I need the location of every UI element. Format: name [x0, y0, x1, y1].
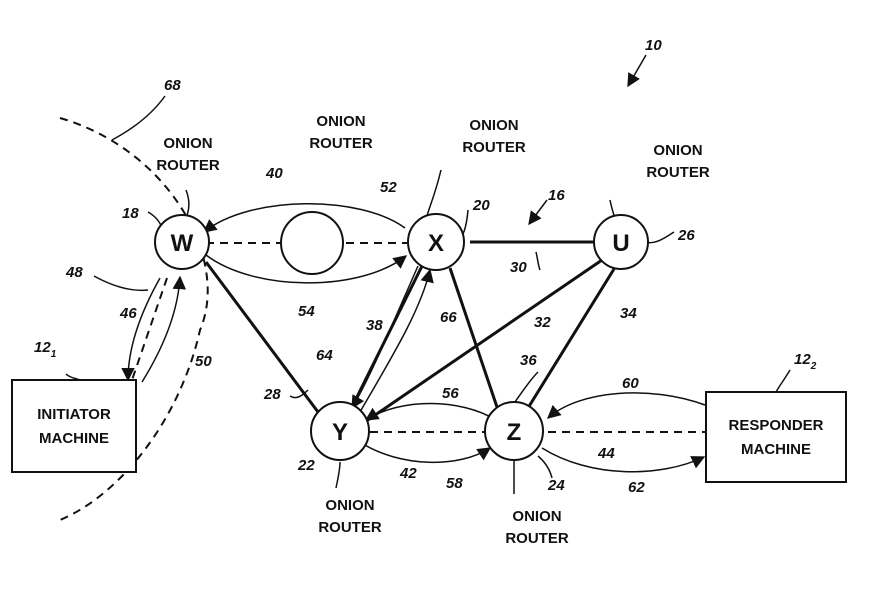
ref-initiator: 121 — [34, 339, 57, 360]
svg-text:ONION: ONION — [469, 117, 518, 134]
svg-text:RESPONDER: RESPONDER — [728, 417, 823, 434]
message-arrows — [121, 203, 706, 473]
ref-44: 44 — [597, 445, 615, 462]
responder-machine: RESPONDER MACHINE — [705, 391, 847, 483]
node-u: U — [593, 214, 649, 270]
ref-18: 18 — [122, 205, 139, 222]
ref-46: 46 — [119, 305, 137, 322]
system-ref-arrow — [627, 54, 647, 88]
svg-text:X: X — [428, 230, 444, 257]
ref-20: 20 — [472, 197, 490, 214]
svg-text:MACHINE: MACHINE — [39, 430, 109, 447]
ref-54: 54 — [298, 303, 315, 320]
dashed-paths — [131, 242, 706, 433]
svg-text:MACHINE: MACHINE — [741, 441, 811, 458]
svg-text:ROUTER: ROUTER — [156, 157, 220, 174]
svg-text:ROUTER: ROUTER — [462, 139, 526, 156]
node-x: X — [407, 213, 465, 271]
svg-text:ROUTER: ROUTER — [646, 164, 710, 181]
ref-22: 22 — [297, 457, 315, 474]
ref-66: 66 — [440, 309, 457, 326]
ref-40: 40 — [265, 165, 283, 182]
initiator-machine: INITIATOR MACHINE — [11, 379, 137, 473]
node-y: Y — [310, 401, 370, 461]
ref-60: 60 — [622, 375, 639, 392]
node-z: Z — [484, 401, 544, 461]
node-unnamed — [280, 211, 344, 275]
svg-text:Z: Z — [507, 419, 522, 446]
svg-text:Y: Y — [332, 419, 348, 446]
ref-58: 58 — [446, 475, 463, 492]
onion-label-x: ONION ROUTER — [462, 117, 526, 156]
ref-26: 26 — [677, 227, 695, 244]
ref-56: 56 — [442, 385, 459, 402]
svg-text:ONION: ONION — [163, 135, 212, 152]
ref-48: 48 — [65, 264, 83, 281]
ref-16: 16 — [548, 187, 565, 204]
svg-text:ONION: ONION — [653, 142, 702, 159]
svg-text:ROUTER: ROUTER — [318, 519, 382, 536]
svg-text:ONION: ONION — [512, 508, 561, 525]
svg-text:ONION: ONION — [316, 113, 365, 130]
onion-label-u: ONION ROUTER — [646, 142, 710, 181]
node-w: W — [154, 214, 210, 270]
ref-responder: 122 — [794, 351, 817, 372]
ref-50: 50 — [195, 353, 212, 370]
svg-text:ROUTER: ROUTER — [505, 530, 569, 547]
ref-52: 52 — [380, 179, 397, 196]
ref-68: 68 — [164, 77, 181, 94]
ref-32: 32 — [534, 314, 551, 331]
svg-text:ONION: ONION — [325, 497, 374, 514]
ref-64: 64 — [316, 347, 333, 364]
ref-42: 42 — [399, 465, 417, 482]
onion-label-z: ONION ROUTER — [505, 508, 569, 547]
ref-34: 34 — [620, 305, 637, 322]
ref-28: 28 — [263, 386, 281, 403]
network-ref-arrow — [528, 199, 548, 226]
svg-text:U: U — [612, 230, 629, 257]
reference-numerals: 10 16 18 20 22 24 26 28 30 32 34 36 38 4… — [65, 37, 695, 496]
onion-label-w: ONION ROUTER — [156, 135, 220, 174]
svg-text:ROUTER: ROUTER — [309, 135, 373, 152]
svg-text:W: W — [171, 230, 194, 257]
onion-label-middle: ONION ROUTER — [309, 113, 373, 152]
onion-label-y: ONION ROUTER — [318, 497, 382, 536]
ref-38: 38 — [366, 317, 383, 334]
svg-text:INITIATOR: INITIATOR — [37, 406, 111, 423]
ref-30: 30 — [510, 259, 527, 276]
ref-62: 62 — [628, 479, 645, 496]
ref-36: 36 — [520, 352, 537, 369]
ref-24: 24 — [547, 477, 565, 494]
ref-10: 10 — [645, 37, 662, 54]
boundary-arc — [59, 117, 209, 521]
